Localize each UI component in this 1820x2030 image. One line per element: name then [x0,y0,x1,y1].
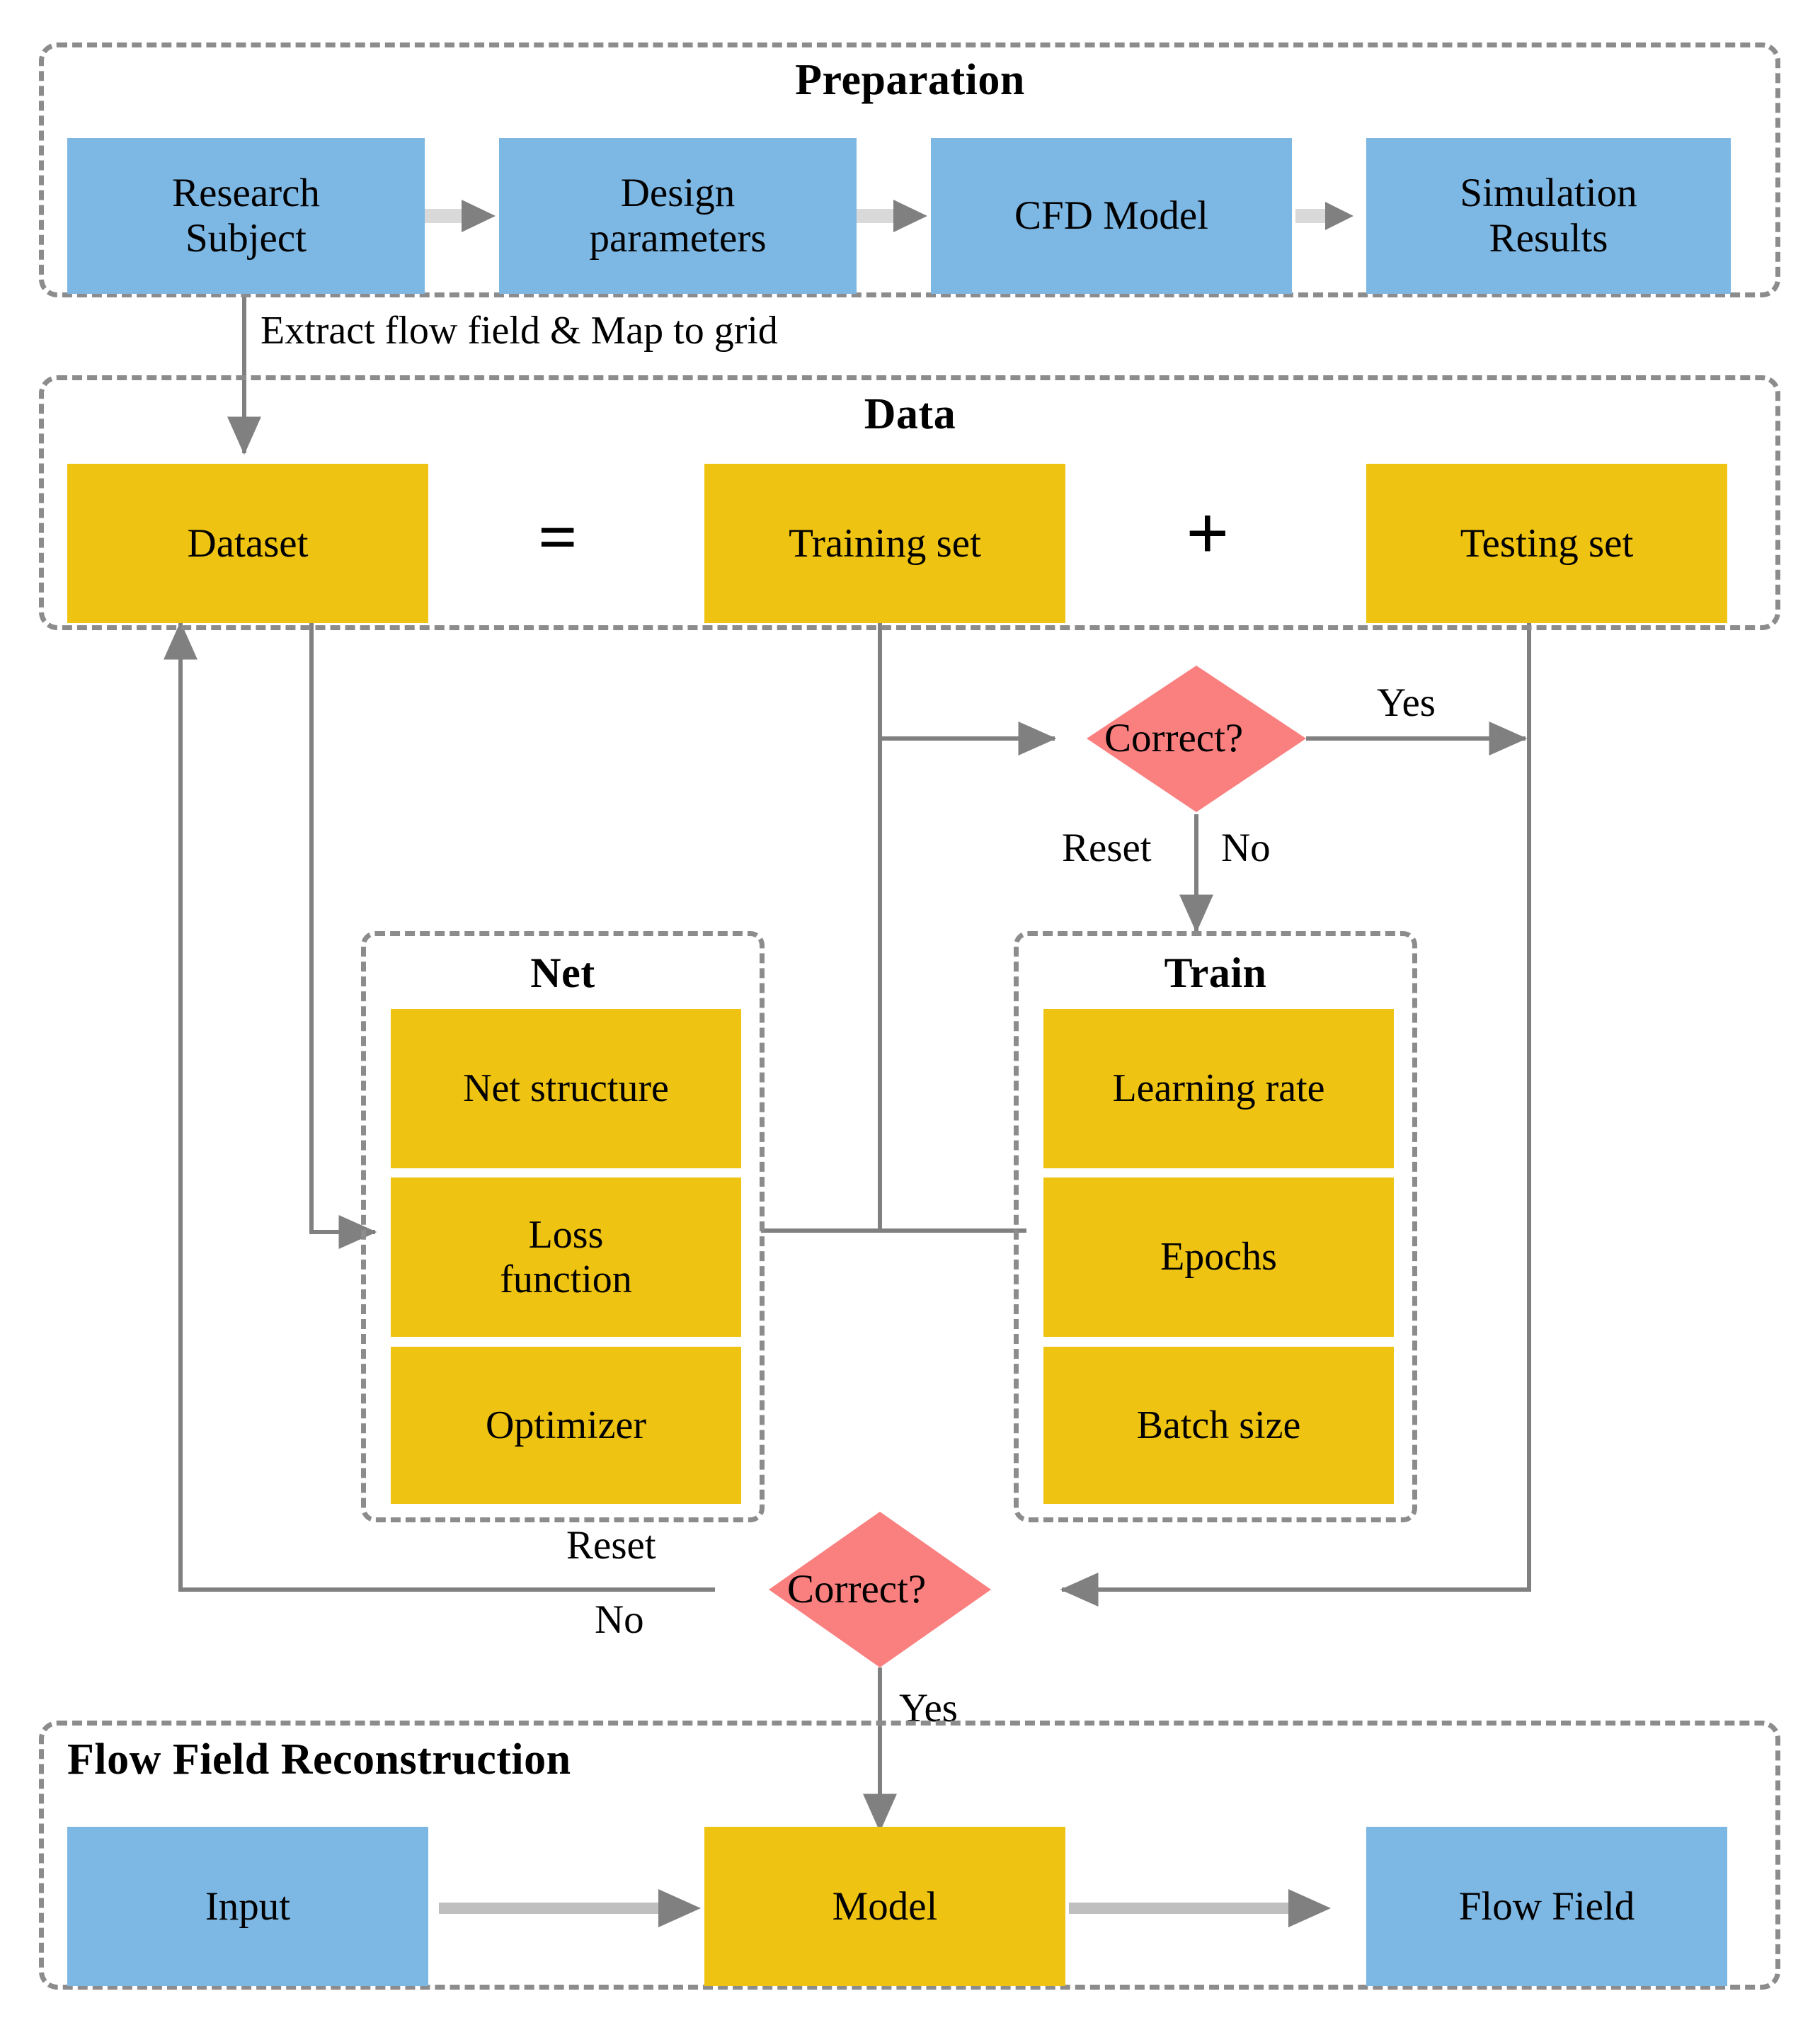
node-design-parameters-line2: parameters [589,216,767,261]
decision-bottom-reset-label: Reset [566,1523,656,1568]
decision-bottom-no-label: No [595,1597,644,1642]
node-cfd-model-label: CFD Model [1014,193,1208,239]
node-cfd-model[interactable]: CFD Model [931,138,1292,294]
node-dataset[interactable]: Dataset [67,464,428,623]
node-learning-rate[interactable]: Learning rate [1043,1009,1394,1168]
node-model[interactable]: Model [704,1827,1065,1986]
reconstruction-title: Flow Field Reconstruction [67,1735,571,1784]
decision-top-reset-label: Reset [1062,826,1152,870]
node-input[interactable]: Input [67,1827,428,1986]
data-title: Data [864,390,956,438]
node-design-parameters[interactable]: Design parameters [499,138,857,294]
decision-bottom-label: Correct? [787,1567,927,1612]
extract-flow-field-label: Extract flow field & Map to grid [261,309,778,353]
node-testing-set-label: Testing set [1460,520,1634,566]
node-epochs[interactable]: Epochs [1043,1177,1394,1337]
node-simulation-results-line1: Simulation [1460,171,1637,216]
node-research-subject-line2: Subject [185,216,307,261]
node-simulation-results-line2: Results [1489,216,1608,261]
node-research-subject-line1: Research [172,171,320,216]
group-reconstruction [39,1721,1780,1990]
group-train [1014,931,1417,1522]
node-net-structure[interactable]: Net structure [391,1009,741,1168]
node-testing-set[interactable]: Testing set [1366,464,1727,623]
node-learning-rate-label: Learning rate [1112,1066,1325,1111]
decision-top-label: Correct? [1104,716,1244,760]
node-optimizer[interactable]: Optimizer [391,1347,741,1504]
node-batch-size[interactable]: Batch size [1043,1347,1394,1504]
decision-top-yes-label: Yes [1377,680,1436,725]
train-title: Train [1164,950,1267,996]
decision-top-no-label: No [1221,826,1271,870]
node-training-set[interactable]: Training set [704,464,1065,623]
node-input-label: Input [205,1883,291,1929]
node-flow-field-label: Flow Field [1458,1883,1635,1929]
equals-sign: = [538,499,578,576]
group-net [361,931,765,1522]
node-net-structure-label: Net structure [463,1066,669,1111]
net-title: Net [530,950,595,996]
node-optimizer-label: Optimizer [485,1403,647,1447]
node-loss-function-line2: function [500,1257,632,1301]
node-epochs-label: Epochs [1160,1235,1277,1279]
plus-sign: + [1186,491,1230,576]
group-preparation [39,42,1780,297]
node-design-parameters-line1: Design [620,171,736,216]
node-loss-function[interactable]: Loss function [391,1177,741,1337]
node-loss-function-line1: Loss [528,1212,604,1257]
node-model-label: Model [832,1883,938,1929]
node-research-subject[interactable]: Research Subject [67,138,425,294]
node-batch-size-label: Batch size [1136,1403,1301,1447]
node-simulation-results[interactable]: Simulation Results [1366,138,1731,294]
node-training-set-label: Training set [789,520,981,566]
node-dataset-label: Dataset [187,520,309,566]
group-data [39,375,1780,630]
preparation-title: Preparation [795,56,1025,104]
node-flow-field[interactable]: Flow Field [1366,1827,1727,1986]
